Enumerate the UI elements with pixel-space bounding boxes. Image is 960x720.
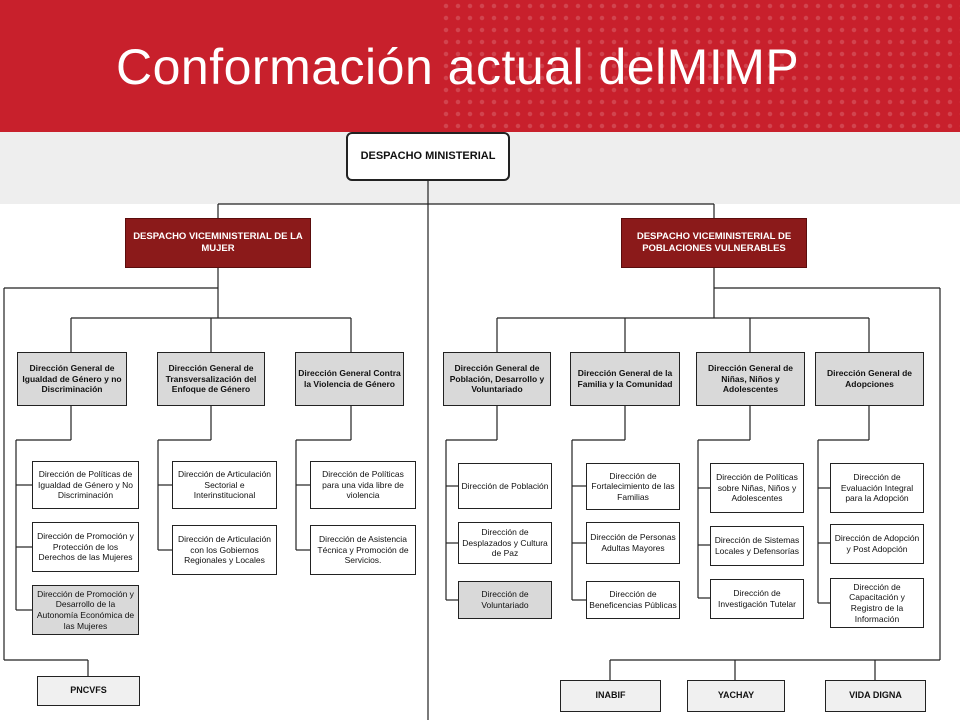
dg-familia-box: Dirección General de la Familia y la Com… [570,352,680,406]
dg-transversalizacion-box: Dirección General de Transversalización … [157,352,265,406]
sub-igualdad-1: Dirección de Políticas de Igualdad de Gé… [32,461,139,509]
sub-poblacion-1: Dirección de Población [458,463,552,509]
sub-ninos-2: Dirección de Sistemas Locales y Defensor… [710,526,804,566]
sub-adopciones-3: Dirección de Capacitación y Registro de … [830,578,924,628]
sub-violencia-2: Dirección de Asistencia Técnica y Promoc… [310,525,416,575]
program-vida-digna: VIDA DIGNA [825,680,926,712]
dg-adopciones-box: Dirección General de Adopciones [815,352,924,406]
slide-title: Conformación actual delMIMP [116,39,800,95]
header-pattern [440,0,960,132]
sub-ninos-1: Dirección de Políticas sobre Niñas, Niño… [710,463,804,513]
sub-transv-1: Dirección de Articulación Sectorial e In… [172,461,277,509]
sub-igualdad-2: Dirección de Promoción y Protección de l… [32,522,139,572]
dg-ninos-box: Dirección General de Niñas, Niños y Adol… [696,352,805,406]
sub-familia-2: Dirección de Personas Adultas Mayores [586,522,680,564]
despacho-ministerial-box: DESPACHO MINISTERIAL [346,132,510,181]
sub-adopciones-2: Dirección de Adopción y Post Adopción [830,524,924,564]
vice-mujer-box: DESPACHO VICEMINISTERIAL DE LA MUJER [125,218,311,268]
sub-poblacion-3: Dirección de Voluntariado [458,581,552,619]
dg-igualdad-box: Dirección General de Igualdad de Género … [17,352,127,406]
sub-ninos-3: Dirección de Investigación Tutelar [710,579,804,619]
sub-violencia-1: Dirección de Políticas para una vida lib… [310,461,416,509]
dg-violencia-box: Dirección General Contra la Violencia de… [295,352,404,406]
sub-poblacion-2: Dirección de Desplazados y Cultura de Pa… [458,522,552,564]
program-pncvfs: PNCVFS [37,676,140,706]
slide-header: Conformación actual delMIMP [0,0,960,132]
sub-adopciones-1: Dirección de Evaluación Integral para la… [830,463,924,513]
sub-familia-3: Dirección de Beneficencias Públicas [586,581,680,619]
sub-familia-1: Dirección de Fortalecimiento de las Fami… [586,463,680,510]
vice-poblaciones-box: DESPACHO VICEMINISTERIAL DE POBLACIONES … [621,218,807,268]
program-yachay: YACHAY [687,680,785,712]
sub-igualdad-3: Dirección de Promoción y Desarrollo de l… [32,585,139,635]
program-inabif: INABIF [560,680,661,712]
dg-poblacion-box: Dirección General de Población, Desarrol… [443,352,551,406]
sub-transv-2: Dirección de Articulación con los Gobier… [172,525,277,575]
